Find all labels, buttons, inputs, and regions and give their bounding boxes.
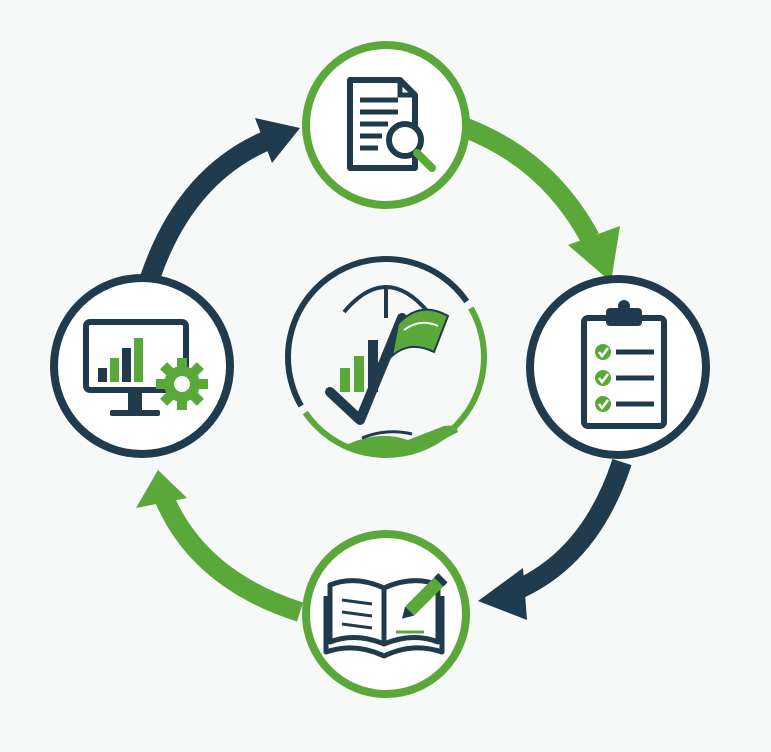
document-search-icon: [347, 77, 436, 172]
node-top: [302, 41, 470, 209]
node-bottom: [302, 530, 470, 698]
center-emblem: [285, 256, 487, 458]
arrow-bottom-to-left: [136, 470, 304, 622]
clipboard-checklist-icon: [581, 300, 667, 429]
open-book-pencil-icon: [323, 573, 448, 659]
monitor-chart-gear-icon: [83, 319, 208, 416]
finance-growth-checkmark-hand-icon: [325, 285, 458, 456]
node-left: [50, 274, 234, 458]
arrow-right-to-bottom: [478, 458, 632, 620]
arrow-left-to-top: [140, 118, 300, 282]
arrow-top-to-right: [462, 118, 620, 282]
node-right: [526, 275, 710, 459]
